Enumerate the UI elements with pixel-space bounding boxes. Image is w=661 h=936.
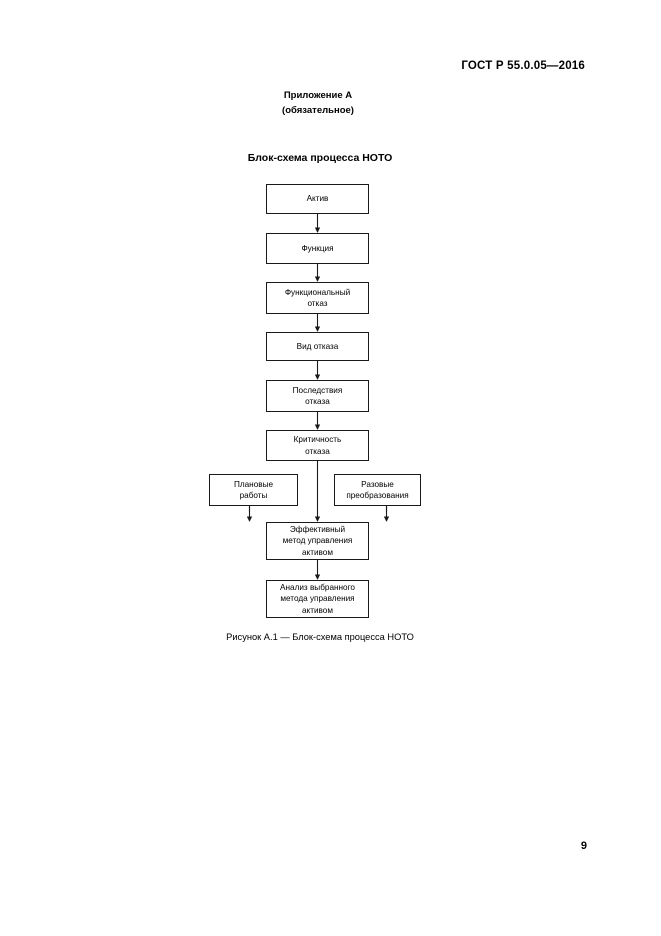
flowchart-noto-process: Актив Функция Функциональный отказ Вид о… [209, 184, 421, 618]
flow-node-selected-method-analysis-line2: метода управления [280, 594, 355, 604]
flow-node-aktiv-line1: Актив [306, 194, 329, 204]
flow-node-selected-method-analysis-line3: активом [302, 605, 333, 615]
flow-node-failure-criticality-line1: Критичность [293, 435, 342, 445]
flow-node-selected-method-analysis: Анализ выбранного метода управления акти… [266, 580, 369, 618]
flow-node-functional-failure: Функциональный отказ [266, 282, 369, 314]
flow-node-one-time-transformations-line1: Разовые [361, 479, 394, 489]
figure-caption: Рисунок А.1 — Блок-схема процесса НОТО [226, 632, 414, 642]
flow-node-selected-method-analysis-lines: Анализ выбранного метода управления акти… [269, 582, 366, 616]
flow-node-one-time-transformations: Разовые преобразования [334, 474, 421, 506]
flow-node-failure-consequences-line1: Последствия [292, 385, 343, 395]
flow-node-failure-criticality-line2: отказа [305, 446, 330, 456]
flow-node-planned-works: Плановые работы [209, 474, 298, 506]
flow-node-failure-consequences-lines: Последствия отказа [269, 385, 366, 407]
flow-node-failure-mode-line1: Вид отказа [296, 341, 339, 351]
flow-node-effective-asset-management-method-lines: Эффективный метод управления активом [269, 524, 366, 558]
flow-node-functional-failure-lines: Функциональный отказ [269, 287, 366, 309]
flow-node-aktiv: Актив [266, 184, 369, 214]
flow-node-planned-works-line1: Плановые [233, 479, 274, 489]
document-header-standard-number: ГОСТ Р 55.0.05—2016 [461, 60, 585, 72]
flow-node-failure-consequences-line2: отказа [305, 397, 330, 406]
flow-node-planned-works-line2: работы [239, 491, 268, 500]
flow-node-functional-failure-line2: отказ [307, 299, 328, 308]
flow-node-effective-asset-management-method-line1: Эффективный [289, 525, 346, 535]
flow-node-one-time-transformations-lines: Разовые преобразования [337, 479, 418, 501]
flow-node-failure-criticality-lines: Критичность отказа [269, 434, 366, 456]
flow-node-selected-method-analysis-line1: Анализ выбранного [280, 583, 355, 593]
flow-node-failure-criticality: Критичность отказа [266, 430, 369, 461]
flow-node-effective-asset-management-method: Эффективный метод управления активом [266, 522, 369, 560]
appendix-heading: Приложение А (обязательное) [0, 88, 636, 118]
flow-node-failure-consequences: Последствия отказа [266, 380, 369, 412]
flow-node-effective-asset-management-method-line3: активом [302, 547, 333, 557]
flow-node-funkciya: Функция [266, 233, 369, 264]
flow-node-functional-failure-line1: Функциональный [284, 287, 351, 297]
flow-node-funkciya-line1: Функция [301, 243, 334, 253]
page-number: 9 [580, 840, 587, 852]
appendix-title: Приложение А [283, 90, 353, 101]
figure-title: Блок-схема процесса НОТО [247, 152, 393, 164]
appendix-subtitle: (обязательное) [282, 105, 354, 116]
flow-node-effective-asset-management-method-line2: метод управления [282, 536, 353, 546]
flow-node-one-time-transformations-line2: преобразования [346, 491, 409, 500]
flow-node-planned-works-lines: Плановые работы [212, 479, 295, 501]
flowchart-connectors [246, 214, 390, 580]
flow-node-failure-mode: Вид отказа [266, 332, 369, 361]
